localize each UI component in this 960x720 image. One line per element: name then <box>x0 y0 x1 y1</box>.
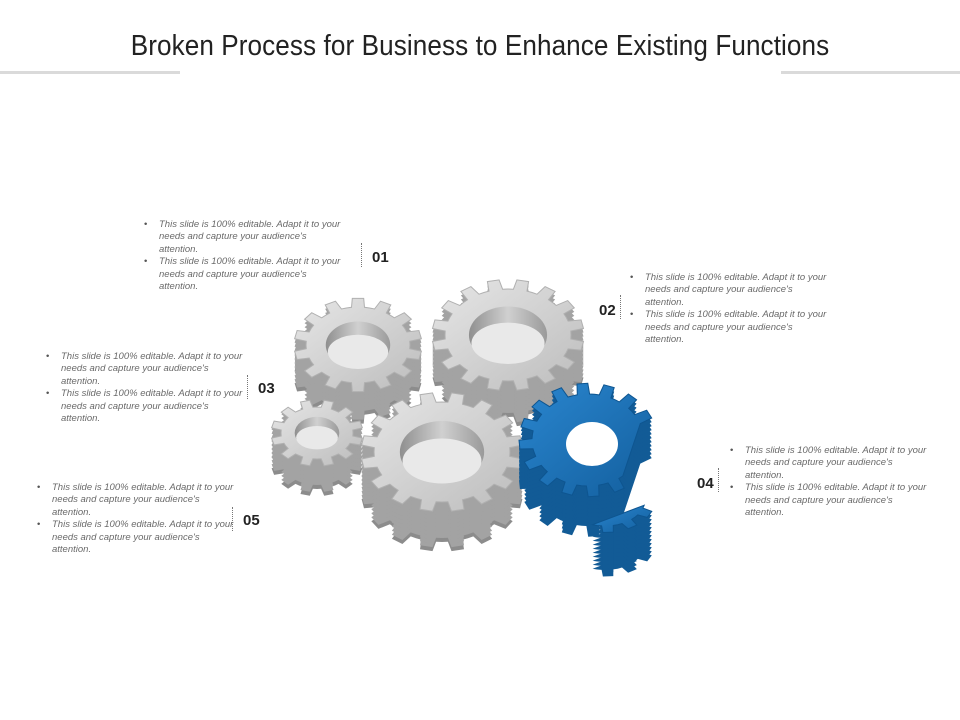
callout-03-number: 03 <box>258 380 275 397</box>
callout-bullet: This slide is 100% editable. Adapt it to… <box>44 388 244 425</box>
callout-bullet: This slide is 100% editable. Adapt it to… <box>728 445 928 482</box>
callout-01-text: This slide is 100% editable. Adapt it to… <box>142 219 342 293</box>
callout-05-number: 05 <box>243 512 260 529</box>
callout-02-number: 02 <box>599 302 616 319</box>
callout-bullet: This slide is 100% editable. Adapt it to… <box>35 482 235 519</box>
callout-bullet: This slide is 100% editable. Adapt it to… <box>628 272 828 309</box>
gear-small-hole-inner <box>296 425 338 450</box>
callout-02-divider <box>620 295 621 319</box>
callout-04-text: This slide is 100% editable. Adapt it to… <box>728 445 928 519</box>
callout-bullet: This slide is 100% editable. Adapt it to… <box>142 256 342 293</box>
gear-blue-fragment-face <box>590 504 653 534</box>
callout-01-divider <box>361 243 362 267</box>
callout-04-number: 04 <box>697 475 714 492</box>
gear-top-left-hole-inner <box>327 334 389 369</box>
callout-02-text: This slide is 100% editable. Adapt it to… <box>628 272 828 346</box>
title-rule-left <box>0 71 180 74</box>
title-rule-right <box>781 71 960 74</box>
callout-03-text: This slide is 100% editable. Adapt it to… <box>44 351 244 425</box>
callout-04-divider <box>718 468 719 492</box>
callout-01-number: 01 <box>372 249 389 266</box>
callout-bullet: This slide is 100% editable. Adapt it to… <box>628 309 828 346</box>
callout-bullet: This slide is 100% editable. Adapt it to… <box>142 219 342 256</box>
callout-03-divider <box>247 375 248 399</box>
callout-bullet: This slide is 100% editable. Adapt it to… <box>728 482 928 519</box>
callout-05-text: This slide is 100% editable. Adapt it to… <box>35 482 235 556</box>
callout-bullet: This slide is 100% editable. Adapt it to… <box>35 519 235 556</box>
gear-center-hole-inner <box>402 438 482 484</box>
gear-top-right-hole-inner <box>471 322 545 364</box>
callout-05-divider <box>232 507 233 531</box>
gear-blue-hole <box>566 422 618 466</box>
callout-bullet: This slide is 100% editable. Adapt it to… <box>44 351 244 388</box>
slide-title: Broken Process for Business to Enhance E… <box>130 30 830 62</box>
